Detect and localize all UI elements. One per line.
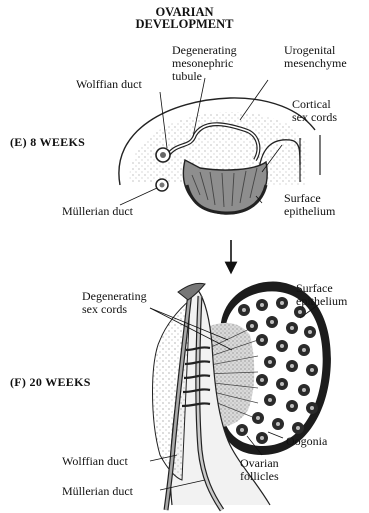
label-degenerating-sex-cords: Degenerating sex cords: [82, 290, 147, 316]
diagram-title-line2: DEVELOPMENT: [0, 18, 369, 31]
label-surface-epithelium-f: Surface epithelium: [296, 282, 347, 308]
label-oogonia: Oogonia: [286, 435, 327, 448]
label-ovarian-follicles: Ovarian follicles: [240, 457, 279, 483]
label-degenerating-mesonephric-tubule: Degenerating mesonephric tubule: [172, 44, 237, 83]
stage-label-8-weeks: (E) 8 WEEKS: [10, 136, 85, 149]
label-mullerian-duct-e: Müllerian duct: [62, 205, 133, 218]
label-cortical-sex-cords: Cortical sex cords: [292, 98, 337, 124]
label-mullerian-duct-f: Müllerian duct: [62, 485, 133, 498]
label-wolffian-duct-f: Wolffian duct: [62, 455, 128, 468]
stage-label-20-weeks: (F) 20 WEEKS: [10, 376, 91, 389]
label-surface-epithelium-e: Surface epithelium: [284, 192, 335, 218]
label-wolffian-duct-e: Wolffian duct: [76, 78, 142, 91]
label-urogenital-mesenchyme: Urogenital mesenchyme: [284, 44, 347, 70]
